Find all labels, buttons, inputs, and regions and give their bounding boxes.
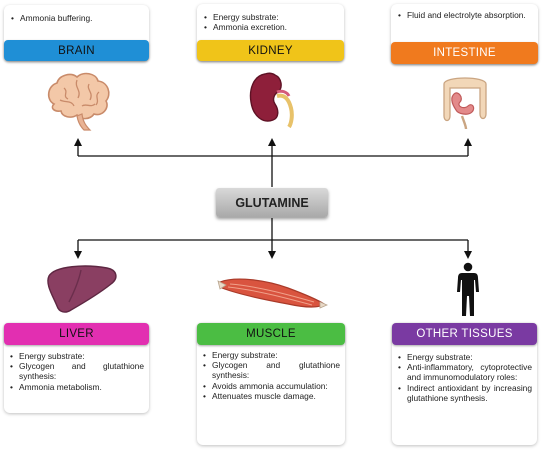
muscle-notes-list: Energy substrate:Glycogen and glutathion… — [203, 350, 340, 401]
note-item: Indirect antioxidant by increasing gluta… — [398, 383, 532, 403]
note-item: Attenuates muscle damage. — [203, 391, 340, 401]
note-item: Fluid and electrolyte absorption. — [398, 10, 532, 20]
other-tissues-notes-list: Energy substrate:Anti-inflammatory, cyto… — [398, 352, 532, 403]
note-item: Glycogen and glutathione synthesis: — [203, 360, 340, 380]
intestine-notes: Fluid and electrolyte absorption. — [398, 10, 532, 20]
note-item: Ammonia buffering. — [11, 13, 143, 23]
glutamine-label: GLUTAMINE — [216, 188, 328, 217]
liver-header: LIVER — [4, 323, 149, 345]
note-item: Glycogen and glutathione synthesis: — [10, 361, 144, 381]
kidney-notes: Energy substrate:Ammonia excretion. — [204, 12, 338, 33]
brain-icon — [47, 72, 110, 131]
note-item: Energy substrate: — [204, 12, 338, 22]
brain-header: BRAIN — [4, 40, 149, 61]
brain-notes: Ammonia buffering. — [11, 13, 143, 23]
liver-icon — [47, 265, 117, 313]
liver-notes-list: Energy substrate:Glycogen and glutathion… — [10, 351, 144, 392]
kidney-header: KIDNEY — [197, 40, 344, 61]
note-item: Ammonia excretion. — [204, 22, 338, 32]
intestine-notes-list: Fluid and electrolyte absorption. — [398, 10, 532, 20]
other-tissues-notes: Energy substrate:Anti-inflammatory, cyto… — [398, 352, 532, 403]
muscle-notes: Energy substrate:Glycogen and glutathion… — [203, 350, 340, 401]
liver-notes: Energy substrate:Glycogen and glutathion… — [10, 351, 144, 392]
note-item: Energy substrate: — [398, 352, 532, 362]
intestine-icon — [443, 77, 487, 130]
intestine-header: INTESTINE — [391, 42, 538, 64]
note-item: Energy substrate: — [203, 350, 340, 360]
kidney-notes-list: Energy substrate:Ammonia excretion. — [204, 12, 338, 33]
note-item: Ammonia metabolism. — [10, 382, 144, 392]
note-item: Avoids ammonia accumulation: — [203, 381, 340, 391]
brain-notes-list: Ammonia buffering. — [11, 13, 143, 23]
other-tissues-header: OTHER TISSUES — [392, 323, 537, 345]
note-item: Anti-inflammatory, cytoprotective and im… — [398, 362, 532, 382]
muscle-icon — [217, 278, 328, 309]
human-silhouette-icon — [457, 262, 479, 316]
kidney-icon — [249, 72, 294, 128]
note-item: Energy substrate: — [10, 351, 144, 361]
muscle-header: MUSCLE — [197, 323, 345, 345]
